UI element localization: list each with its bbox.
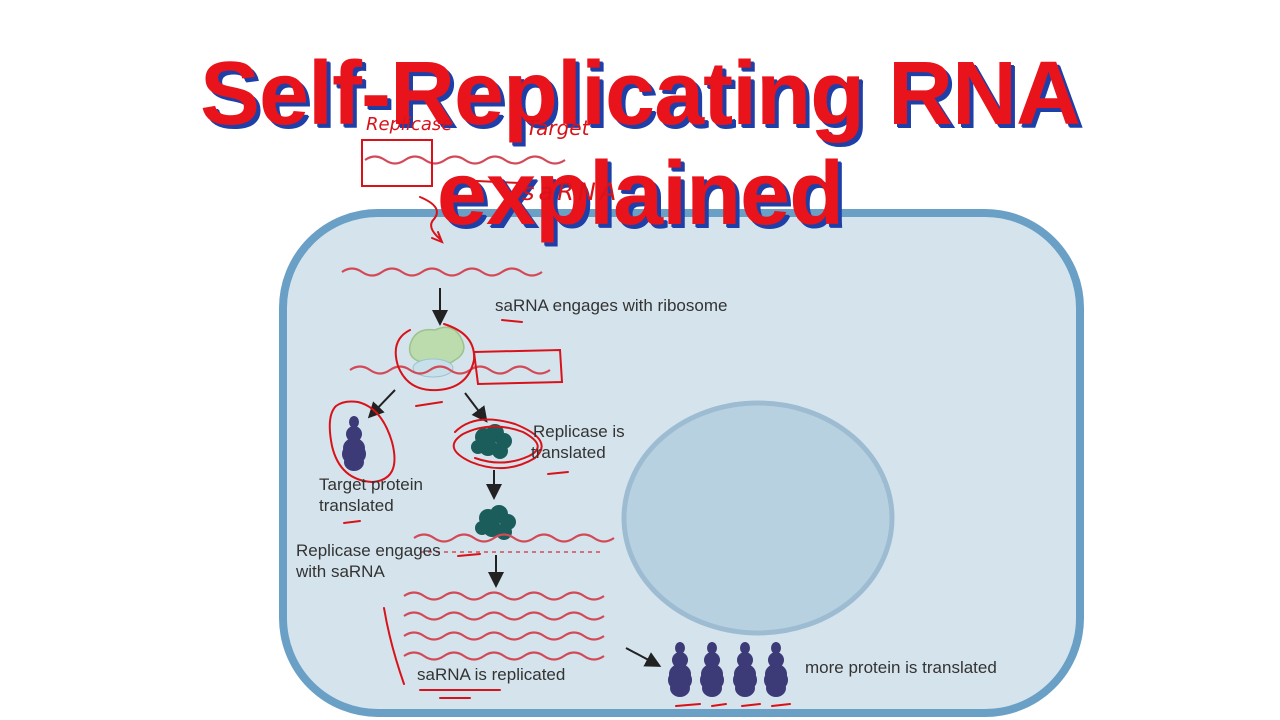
handwritten-target-word: Target	[526, 116, 590, 140]
handwritten-replicase-word: Replicase	[366, 114, 453, 135]
annotation-dash-2	[501, 319, 523, 323]
annotation-dash-5	[343, 520, 361, 524]
arrow-to-target-protein	[367, 389, 396, 419]
annotation-box-right	[472, 348, 564, 386]
annotation-target-circle	[328, 400, 396, 484]
annotation-dash-4	[457, 553, 481, 557]
nucleus	[621, 400, 895, 636]
handwritten-annotations	[328, 139, 791, 707]
sarna-entering	[341, 267, 543, 277]
label-engages-ribosome: saRNA engages with ribosome	[495, 296, 728, 315]
annotation-underline-sarna	[454, 179, 521, 184]
arrow-to-replicase	[464, 392, 488, 423]
annotation-dash-1	[415, 401, 443, 407]
label-replicase-engages-1: Replicase engages	[296, 541, 441, 560]
sarna-replicated-stack	[403, 591, 605, 661]
page-title: Self-Replicating RNA explained	[199, 44, 1081, 244]
annotation-ribosome-circle	[394, 323, 476, 392]
annotation-box-replicase	[361, 139, 433, 187]
label-target-protein-2: translated	[319, 496, 394, 515]
sarna-with-replicase	[413, 533, 615, 543]
annotation-underline-proteins	[675, 703, 791, 707]
annotation-arrow-in	[419, 196, 444, 244]
annotation-bracket	[383, 607, 405, 685]
sarna-outside	[364, 155, 566, 165]
annotation-replicase-scribble	[452, 418, 543, 470]
label-replicase-translated-1: Replicase is	[533, 422, 625, 441]
annotation-dash-3	[547, 471, 569, 475]
label-target-protein-1: Target protein	[319, 475, 423, 494]
label-replicase-engages-2: with saRNA	[296, 562, 385, 581]
label-replicated: saRNA is replicated	[417, 665, 566, 684]
annotation-underline-replicated	[419, 689, 501, 699]
label-more-protein: more protein is translated	[805, 658, 997, 677]
arrow-to-more-protein	[625, 647, 662, 667]
handwritten-sarna-word: saRNA	[522, 178, 621, 206]
sarna-translating	[349, 365, 551, 375]
label-replicase-translated-2: translated	[531, 443, 606, 462]
